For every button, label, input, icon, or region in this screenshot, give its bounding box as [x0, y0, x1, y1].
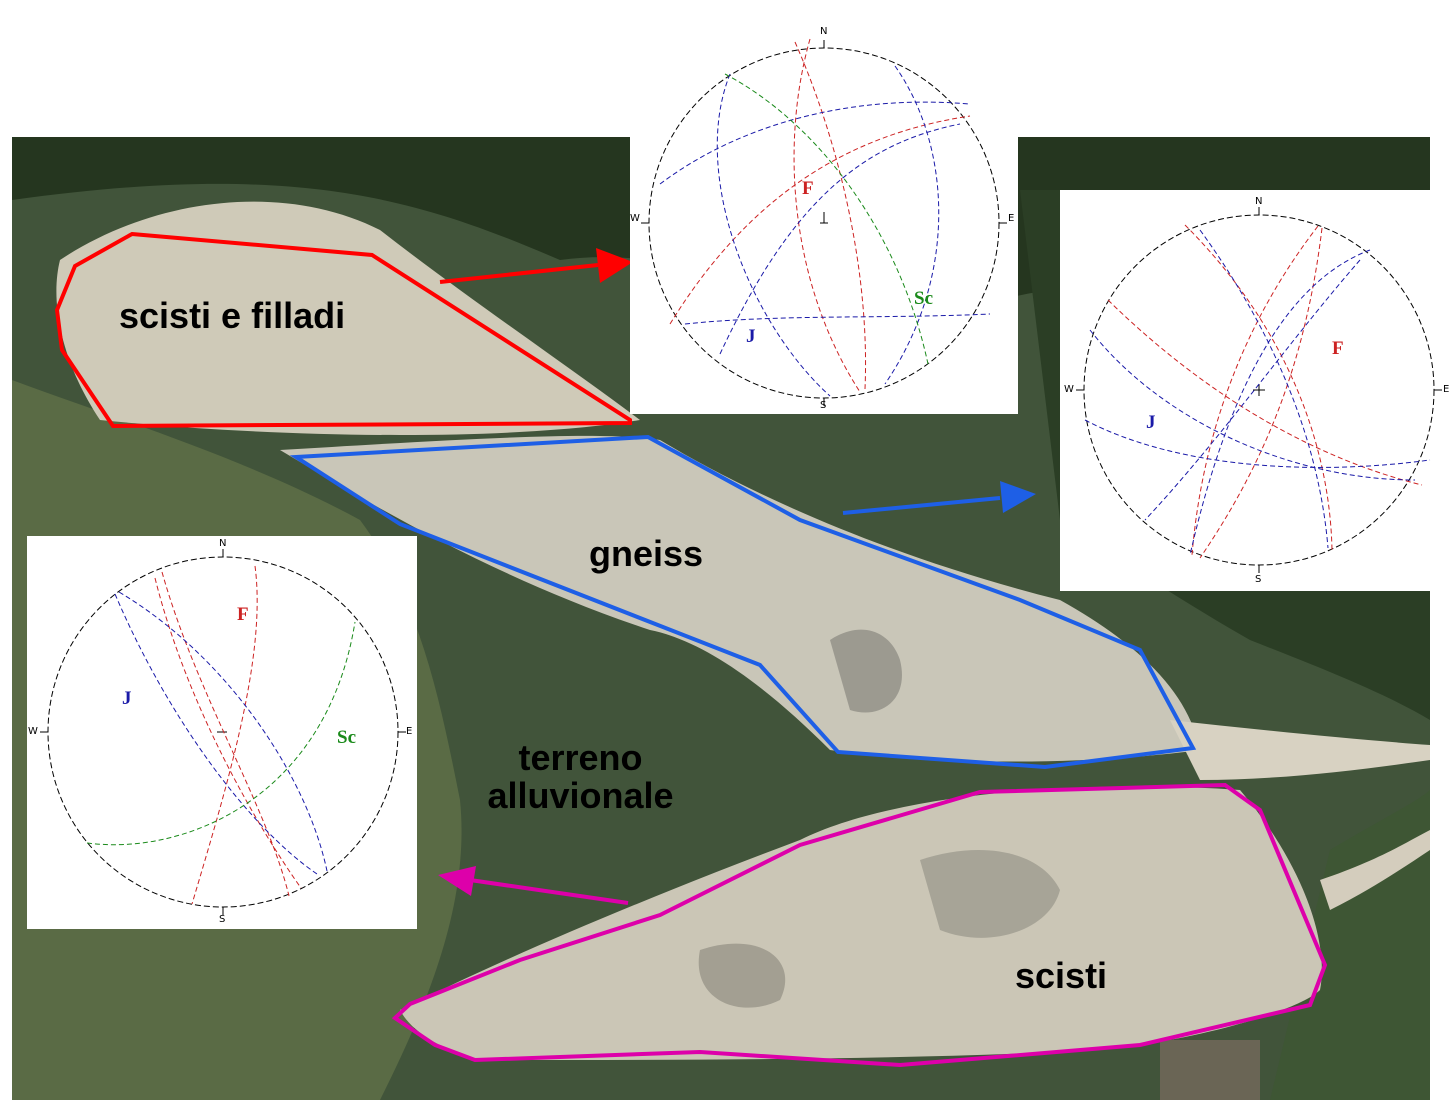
stereonet-left-plot [40, 549, 406, 915]
zone-outline-gneiss [289, 434, 1197, 770]
joint-trace [659, 101, 971, 185]
set-label-schistosity: Sc [914, 288, 933, 309]
rock-shadow-1 [830, 629, 902, 713]
tick-marks [1076, 207, 1442, 573]
quarry-lower [400, 786, 1322, 1060]
set-label-joint: J [1146, 412, 1156, 433]
direction-s: S [1255, 574, 1262, 585]
label-scisti-e-filladi: scisti e filladi [119, 295, 346, 336]
fault-trace [669, 115, 971, 325]
stereonet-top-plot [641, 38, 1007, 406]
joint-trace [114, 593, 318, 875]
quarry-middle [280, 435, 1200, 762]
label-scisti: scisti [1015, 955, 1108, 996]
direction-s: S [219, 914, 226, 925]
direction-e: E [1008, 213, 1015, 224]
direction-n: N [820, 26, 828, 37]
schistosity-trace [86, 621, 356, 846]
road-lower [1320, 830, 1430, 910]
joint-trace [118, 591, 328, 872]
set-label-fault: F [802, 178, 814, 199]
tick-marks [641, 40, 1007, 406]
direction-w: W [1064, 384, 1074, 395]
fault-trace [191, 565, 258, 905]
fault-trace [154, 577, 302, 889]
fault-trace [161, 571, 290, 897]
fault-trace [1184, 224, 1333, 551]
direction-e: E [1443, 384, 1450, 395]
joint-trace [1144, 259, 1361, 521]
set-label-fault: F [237, 604, 249, 625]
tick-marks [40, 549, 406, 915]
set-label-joint: J [122, 688, 132, 709]
direction-w: W [28, 726, 38, 737]
fault-trace [794, 41, 867, 390]
joint-trace [716, 73, 831, 397]
stereonet-right: N S W E F J [1060, 190, 1452, 591]
direction-n: N [219, 538, 227, 549]
direction-n: N [1255, 196, 1263, 207]
building [1160, 1040, 1260, 1100]
schistosity-trace [724, 73, 929, 365]
road [1170, 720, 1430, 780]
label-terreno-alluvionale: terreno alluvionale [463, 739, 698, 815]
label-alluvionale: alluvionale [487, 774, 674, 816]
label-terreno: terreno [518, 737, 643, 778]
joint-trace [719, 123, 961, 355]
direction-e: E [406, 726, 413, 737]
joint-trace [1199, 229, 1329, 549]
fault-trace [1199, 227, 1323, 559]
quarry-upper [56, 201, 641, 435]
stereonet-left: N S W E F J Sc [27, 536, 417, 929]
direction-w: W [630, 213, 640, 224]
joint-trace [1084, 419, 1431, 468]
joint-trace [1189, 249, 1371, 556]
zone-outline-scisti [391, 782, 1328, 1068]
label-gneiss: gneiss [589, 533, 704, 574]
rock-shadow-3 [698, 943, 786, 1008]
rock-shadow-2 [920, 850, 1060, 938]
arrow-magenta [438, 866, 629, 905]
stereonet-right-plot [1076, 207, 1442, 573]
zone-outline-scisti-e-filladi [54, 231, 632, 429]
joint-trace [884, 65, 940, 385]
arrow-red [439, 248, 633, 284]
set-label-joint: J [746, 326, 756, 347]
joint-trace [684, 313, 991, 325]
direction-s: S [820, 400, 827, 411]
set-label-fault: F [1332, 338, 1344, 359]
set-label-schistosity: Sc [337, 727, 356, 748]
fault-trace [1107, 299, 1423, 486]
arrow-blue [842, 481, 1036, 515]
fault-trace [1191, 225, 1319, 556]
stereonet-top: N S W E F J Sc [630, 24, 1018, 414]
joint-trace [1089, 329, 1416, 481]
fault-trace [793, 38, 861, 393]
